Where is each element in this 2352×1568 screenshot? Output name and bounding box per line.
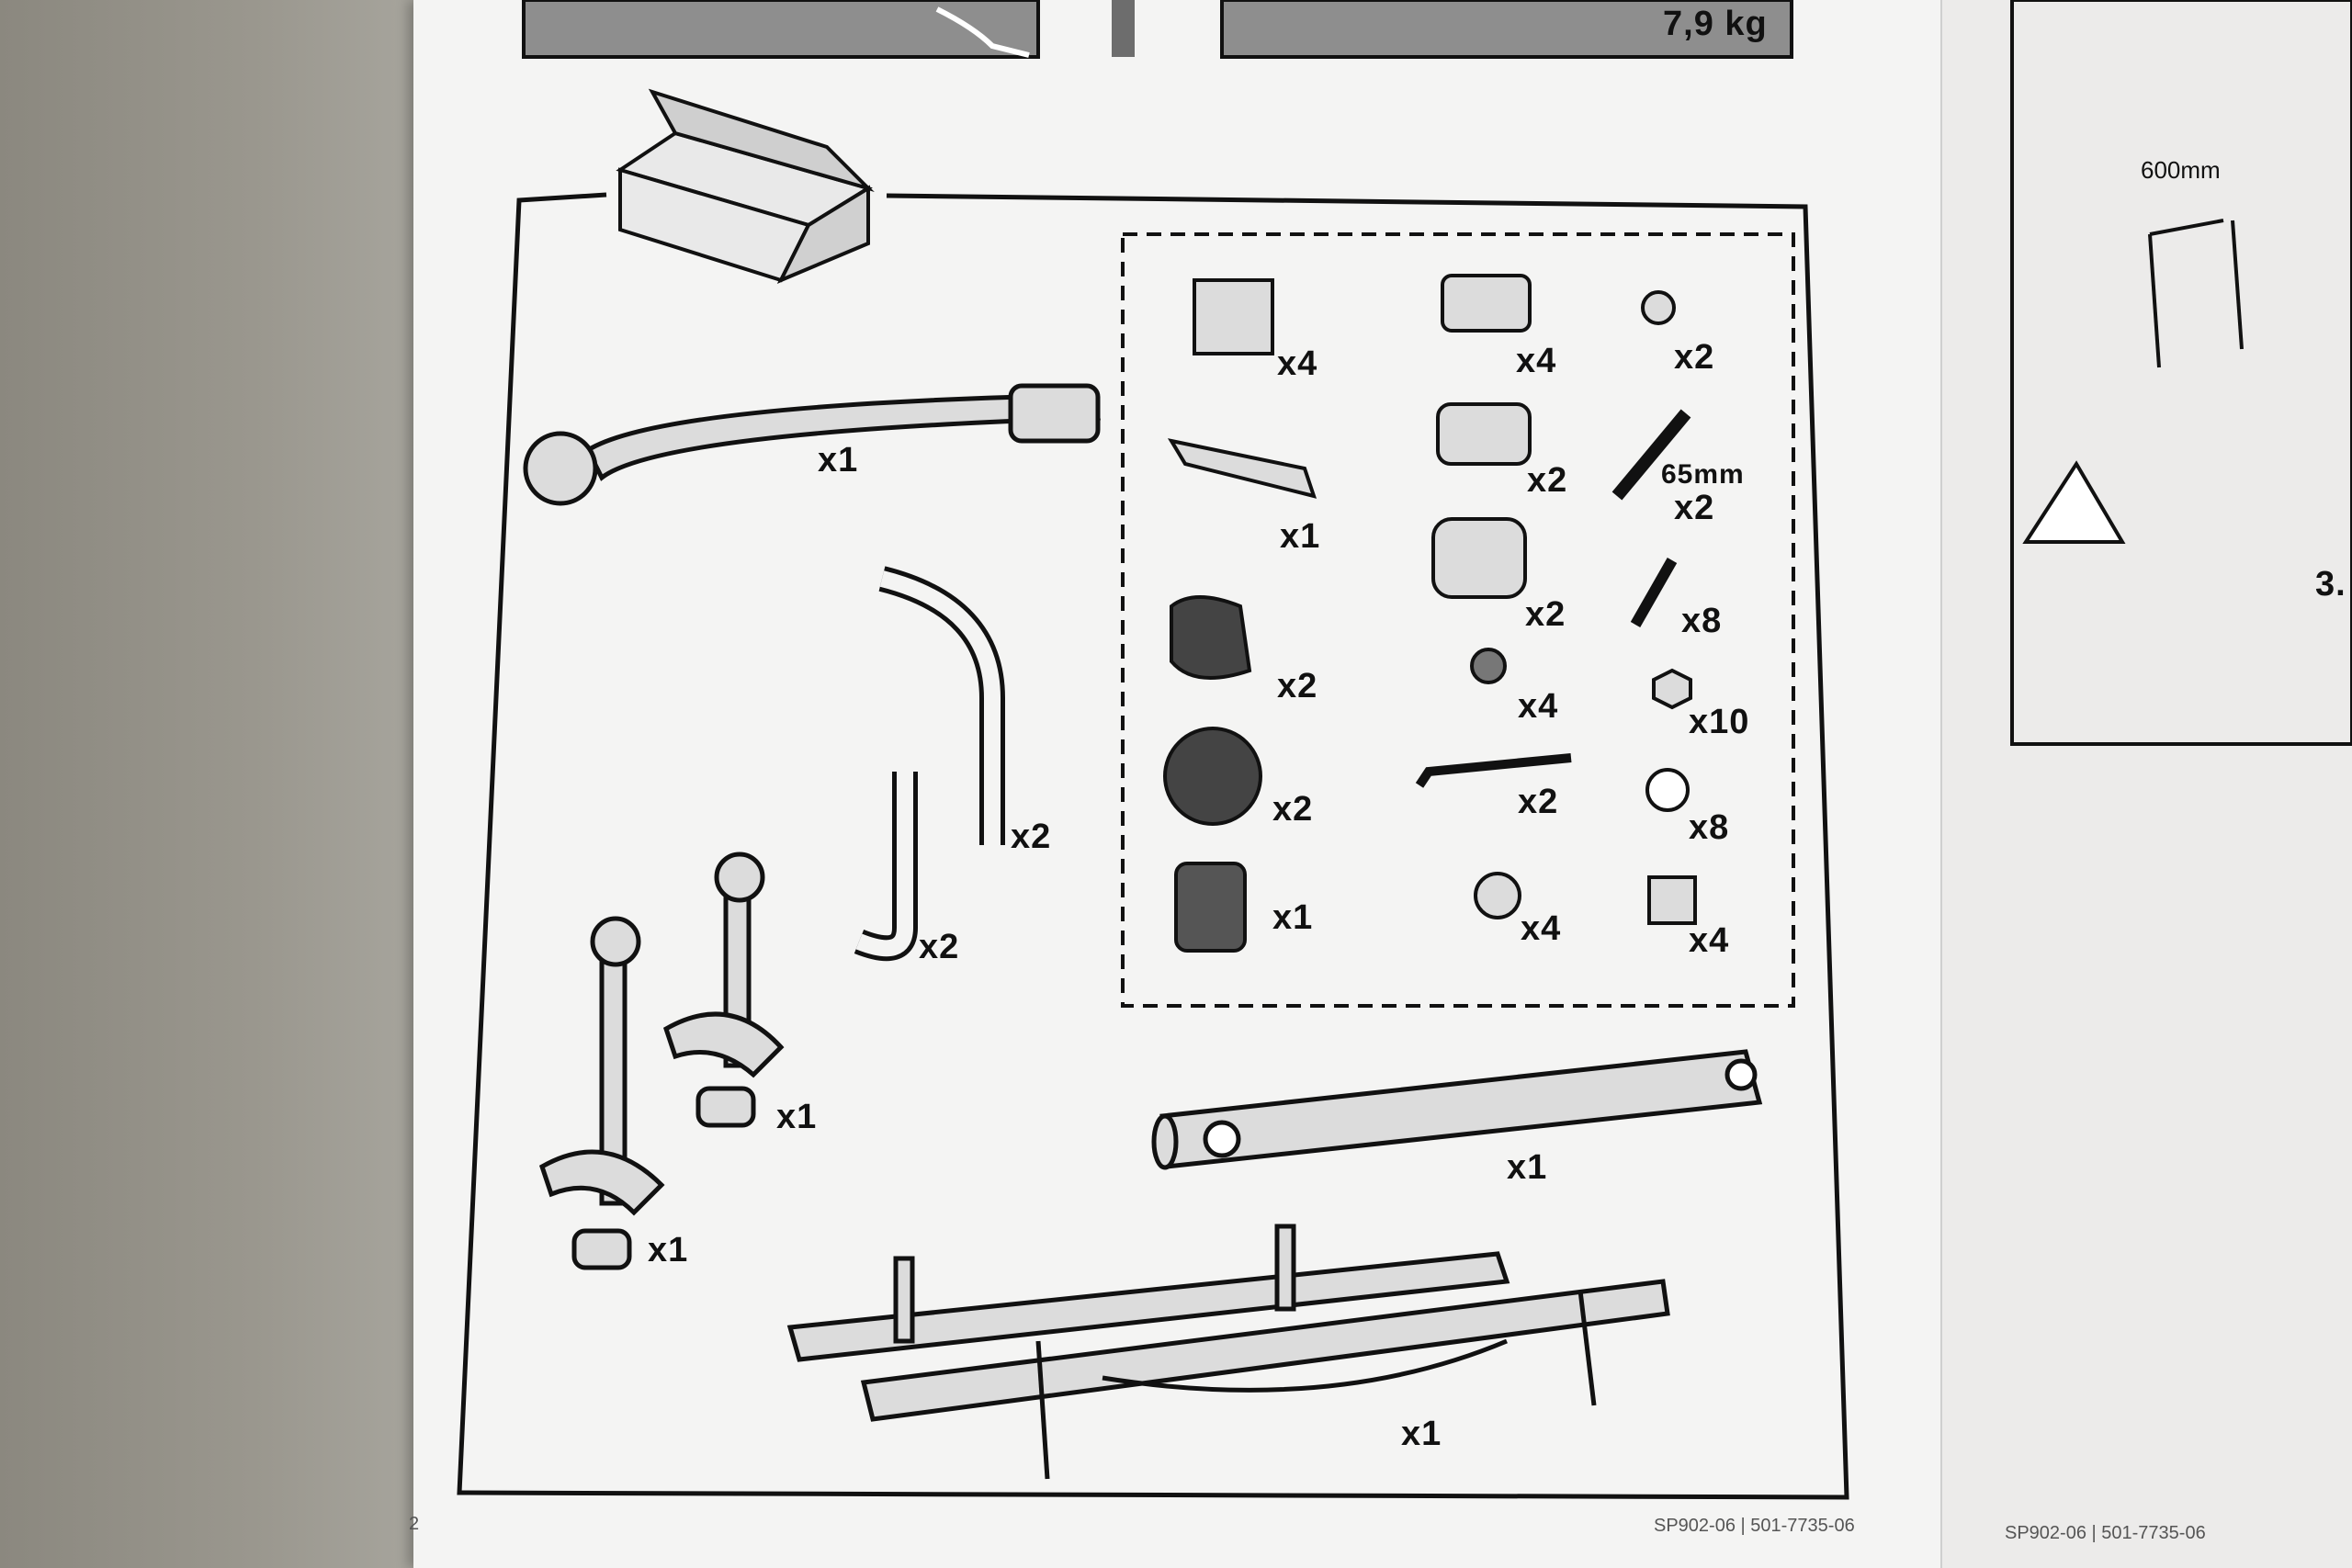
parts-frame	[457, 192, 1849, 1500]
qty-nut: x10	[1689, 703, 1750, 741]
carriage-bolt-icon	[1630, 558, 1678, 627]
knob-round-icon	[1163, 727, 1262, 826]
wheel-holder-a	[538, 916, 665, 1270]
qty-washer: x4	[1518, 687, 1559, 726]
wheel-holder-b	[662, 852, 785, 1128]
qty-screw: x2	[1674, 338, 1715, 377]
step-ref: 3.	[2315, 565, 2346, 604]
qty-allen-key: x2	[1518, 783, 1559, 821]
qty-strap: x1	[1272, 898, 1314, 937]
small-parts-box	[1121, 232, 1795, 1008]
page-number: 2	[409, 1514, 420, 1534]
washer-icon	[1470, 648, 1507, 684]
screw-icon	[1641, 290, 1676, 325]
dimension-label: 600mm	[2141, 156, 2221, 184]
box-icon	[616, 88, 875, 284]
key-knob-icon	[1474, 872, 1521, 919]
qty-rail-assembly: x1	[1401, 1415, 1442, 1453]
qty-knob-round: x2	[1272, 790, 1314, 829]
top-strip-left	[522, 0, 1040, 59]
qty-bracket-arm: x1	[818, 441, 859, 479]
qty-clamp: x2	[1527, 461, 1568, 500]
main-tube	[1151, 1049, 1763, 1170]
square-washer-icon	[1647, 875, 1697, 925]
sleeve-icon	[1431, 517, 1527, 599]
strap-icon	[1174, 862, 1247, 953]
nut-icon	[1652, 668, 1692, 710]
qty-square-washer: x4	[1689, 921, 1730, 960]
table-surface	[0, 0, 423, 1568]
qty-hook-large: x2	[1011, 818, 1052, 856]
clamp-icon	[1436, 402, 1532, 466]
weight-label: 7,9 kg	[1663, 5, 1768, 43]
qty-end-cap: x4	[1516, 342, 1557, 380]
plate-icon	[1193, 278, 1274, 355]
allen-key-icon	[1415, 753, 1572, 788]
bracket-arm	[523, 383, 1102, 506]
clip-icon	[1167, 438, 1317, 499]
doc-code-left: SP902-06 | 501-7735-06	[1654, 1516, 1855, 1536]
top-strip-right	[1220, 0, 1793, 59]
right-page-diagram	[2010, 0, 2352, 746]
qty-hook-small: x2	[919, 928, 960, 966]
lock-washer-icon	[1645, 768, 1690, 812]
knob-square-icon	[1170, 595, 1252, 680]
doc-code-right: SP902-06 | 501-7735-06	[2005, 1523, 2206, 1543]
qty-knob-square: x2	[1277, 667, 1318, 705]
qty-plate: x4	[1277, 344, 1318, 383]
qty-sleeve: x2	[1525, 595, 1566, 634]
long-bolt-size: 65mm	[1661, 459, 1745, 490]
qty-key-knob: x4	[1521, 909, 1562, 948]
qty-wheel-holder-a: x1	[648, 1231, 689, 1269]
manual-page-right	[1940, 0, 2352, 1568]
qty-main-tube: x1	[1507, 1148, 1548, 1187]
long-bolt-icon	[1611, 409, 1691, 501]
qty-carriage-bolt: x8	[1681, 602, 1723, 640]
end-cap-icon	[1441, 274, 1532, 333]
qty-lock-washer: x8	[1689, 808, 1730, 847]
rail-assembly	[786, 1224, 1670, 1480]
qty-long-bolt: x2	[1674, 489, 1715, 527]
qty-clip: x1	[1280, 517, 1321, 556]
qty-wheel-holder-b: x1	[776, 1098, 818, 1136]
